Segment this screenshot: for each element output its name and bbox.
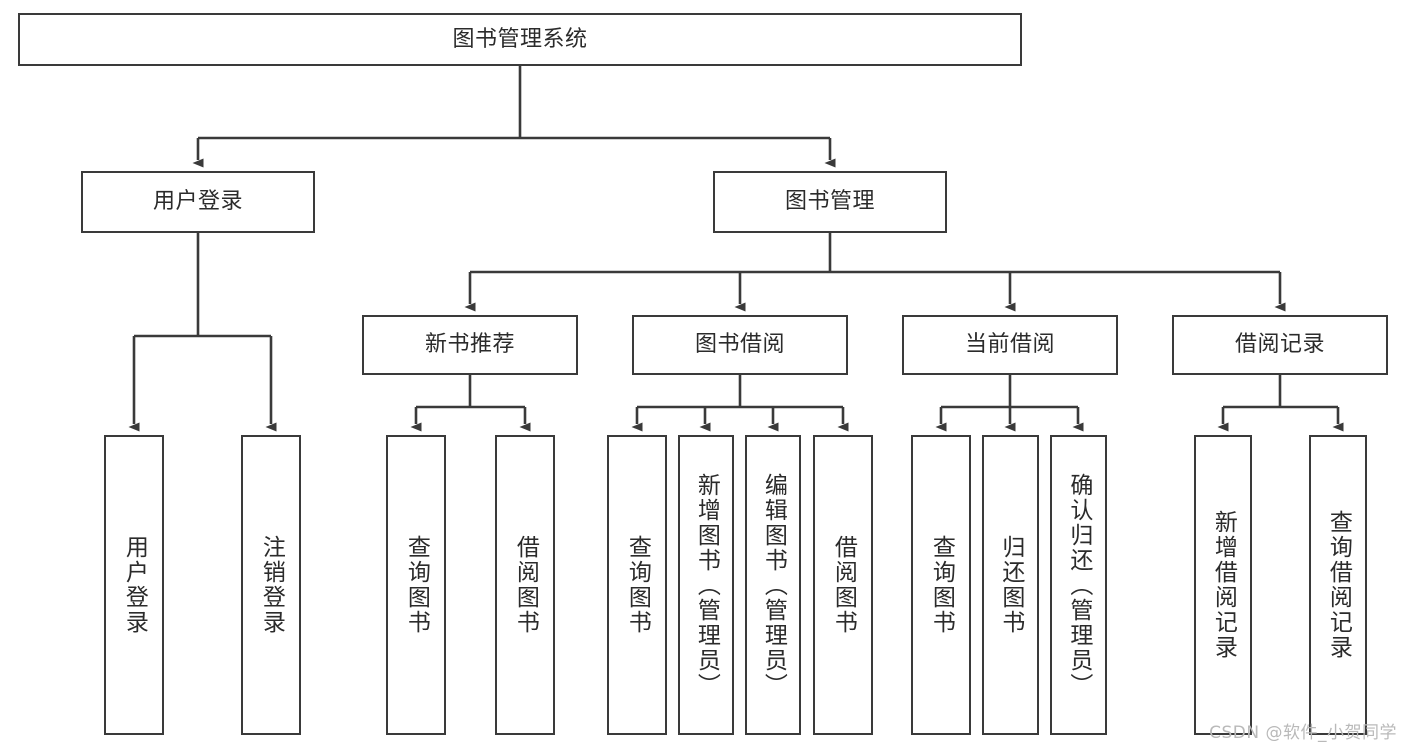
edge-userlogin-to-leaves [128,233,277,432]
node-leaf-confirm-return-admin[interactable]: 确认归还（管理员） [1050,435,1107,735]
node-leaf-return-book[interactable]: 归还图书 [982,435,1039,735]
node-new-book-recommend[interactable]: 新书推荐 [362,315,578,375]
node-leaf-logout-label: 注销登录 [258,535,285,635]
node-root-label: 图书管理系统 [452,26,588,52]
node-book-borrow[interactable]: 图书借阅 [632,315,848,375]
node-leaf-user-login[interactable]: 用户登录 [104,435,164,735]
node-leaf-borrow-book-2-label: 借阅图书 [830,535,857,635]
node-leaf-user-login-label: 用户登录 [121,535,148,635]
edge-newbook-to-leaves [410,375,531,432]
edge-borrowrecord-to-leaves [1217,375,1344,432]
node-root[interactable]: 图书管理系统 [18,13,1022,66]
edge-bookmanage-to-level2 [464,233,1286,312]
node-leaf-query-book-3[interactable]: 查询图书 [911,435,971,735]
node-leaf-query-book-2[interactable]: 查询图书 [607,435,667,735]
node-leaf-query-record[interactable]: 查询借阅记录 [1309,435,1367,735]
edge-currentborrow-to-leaves [935,375,1084,432]
node-current-borrow[interactable]: 当前借阅 [902,315,1118,375]
node-leaf-add-record[interactable]: 新增借阅记录 [1194,435,1252,735]
node-leaf-borrow-book-2[interactable]: 借阅图书 [813,435,873,735]
edge-root-to-level1 [192,66,836,168]
node-leaf-query-book-3-label: 查询图书 [928,535,955,635]
node-leaf-query-book-1-label: 查询图书 [403,535,430,635]
node-current-borrow-label: 当前借阅 [964,332,1055,358]
node-leaf-query-book-1[interactable]: 查询图书 [386,435,446,735]
node-borrow-record-label: 借阅记录 [1234,332,1325,358]
node-leaf-add-record-label: 新增借阅记录 [1210,510,1237,660]
node-leaf-edit-book-admin-label: 编辑图书（管理员） [760,472,787,698]
node-user-login-label: 用户登录 [152,189,243,215]
node-leaf-return-book-label: 归还图书 [997,535,1024,635]
node-book-manage-label: 图书管理 [784,189,875,215]
node-leaf-borrow-book-1-label: 借阅图书 [512,535,539,635]
node-user-login[interactable]: 用户登录 [81,171,315,233]
node-leaf-logout[interactable]: 注销登录 [241,435,301,735]
node-leaf-confirm-return-admin-label: 确认归还（管理员） [1065,472,1092,698]
node-leaf-borrow-book-1[interactable]: 借阅图书 [495,435,555,735]
node-leaf-edit-book-admin[interactable]: 编辑图书（管理员） [745,435,801,735]
node-book-borrow-label: 图书借阅 [694,332,785,358]
node-leaf-add-book-admin[interactable]: 新增图书（管理员） [678,435,734,735]
node-leaf-query-record-label: 查询借阅记录 [1325,510,1352,660]
node-book-manage[interactable]: 图书管理 [713,171,947,233]
edge-bookborrow-to-leaves [631,375,849,432]
node-leaf-add-book-admin-label: 新增图书（管理员） [693,472,720,698]
node-borrow-record[interactable]: 借阅记录 [1172,315,1388,375]
node-new-book-recommend-label: 新书推荐 [424,332,515,358]
node-leaf-query-book-2-label: 查询图书 [624,535,651,635]
